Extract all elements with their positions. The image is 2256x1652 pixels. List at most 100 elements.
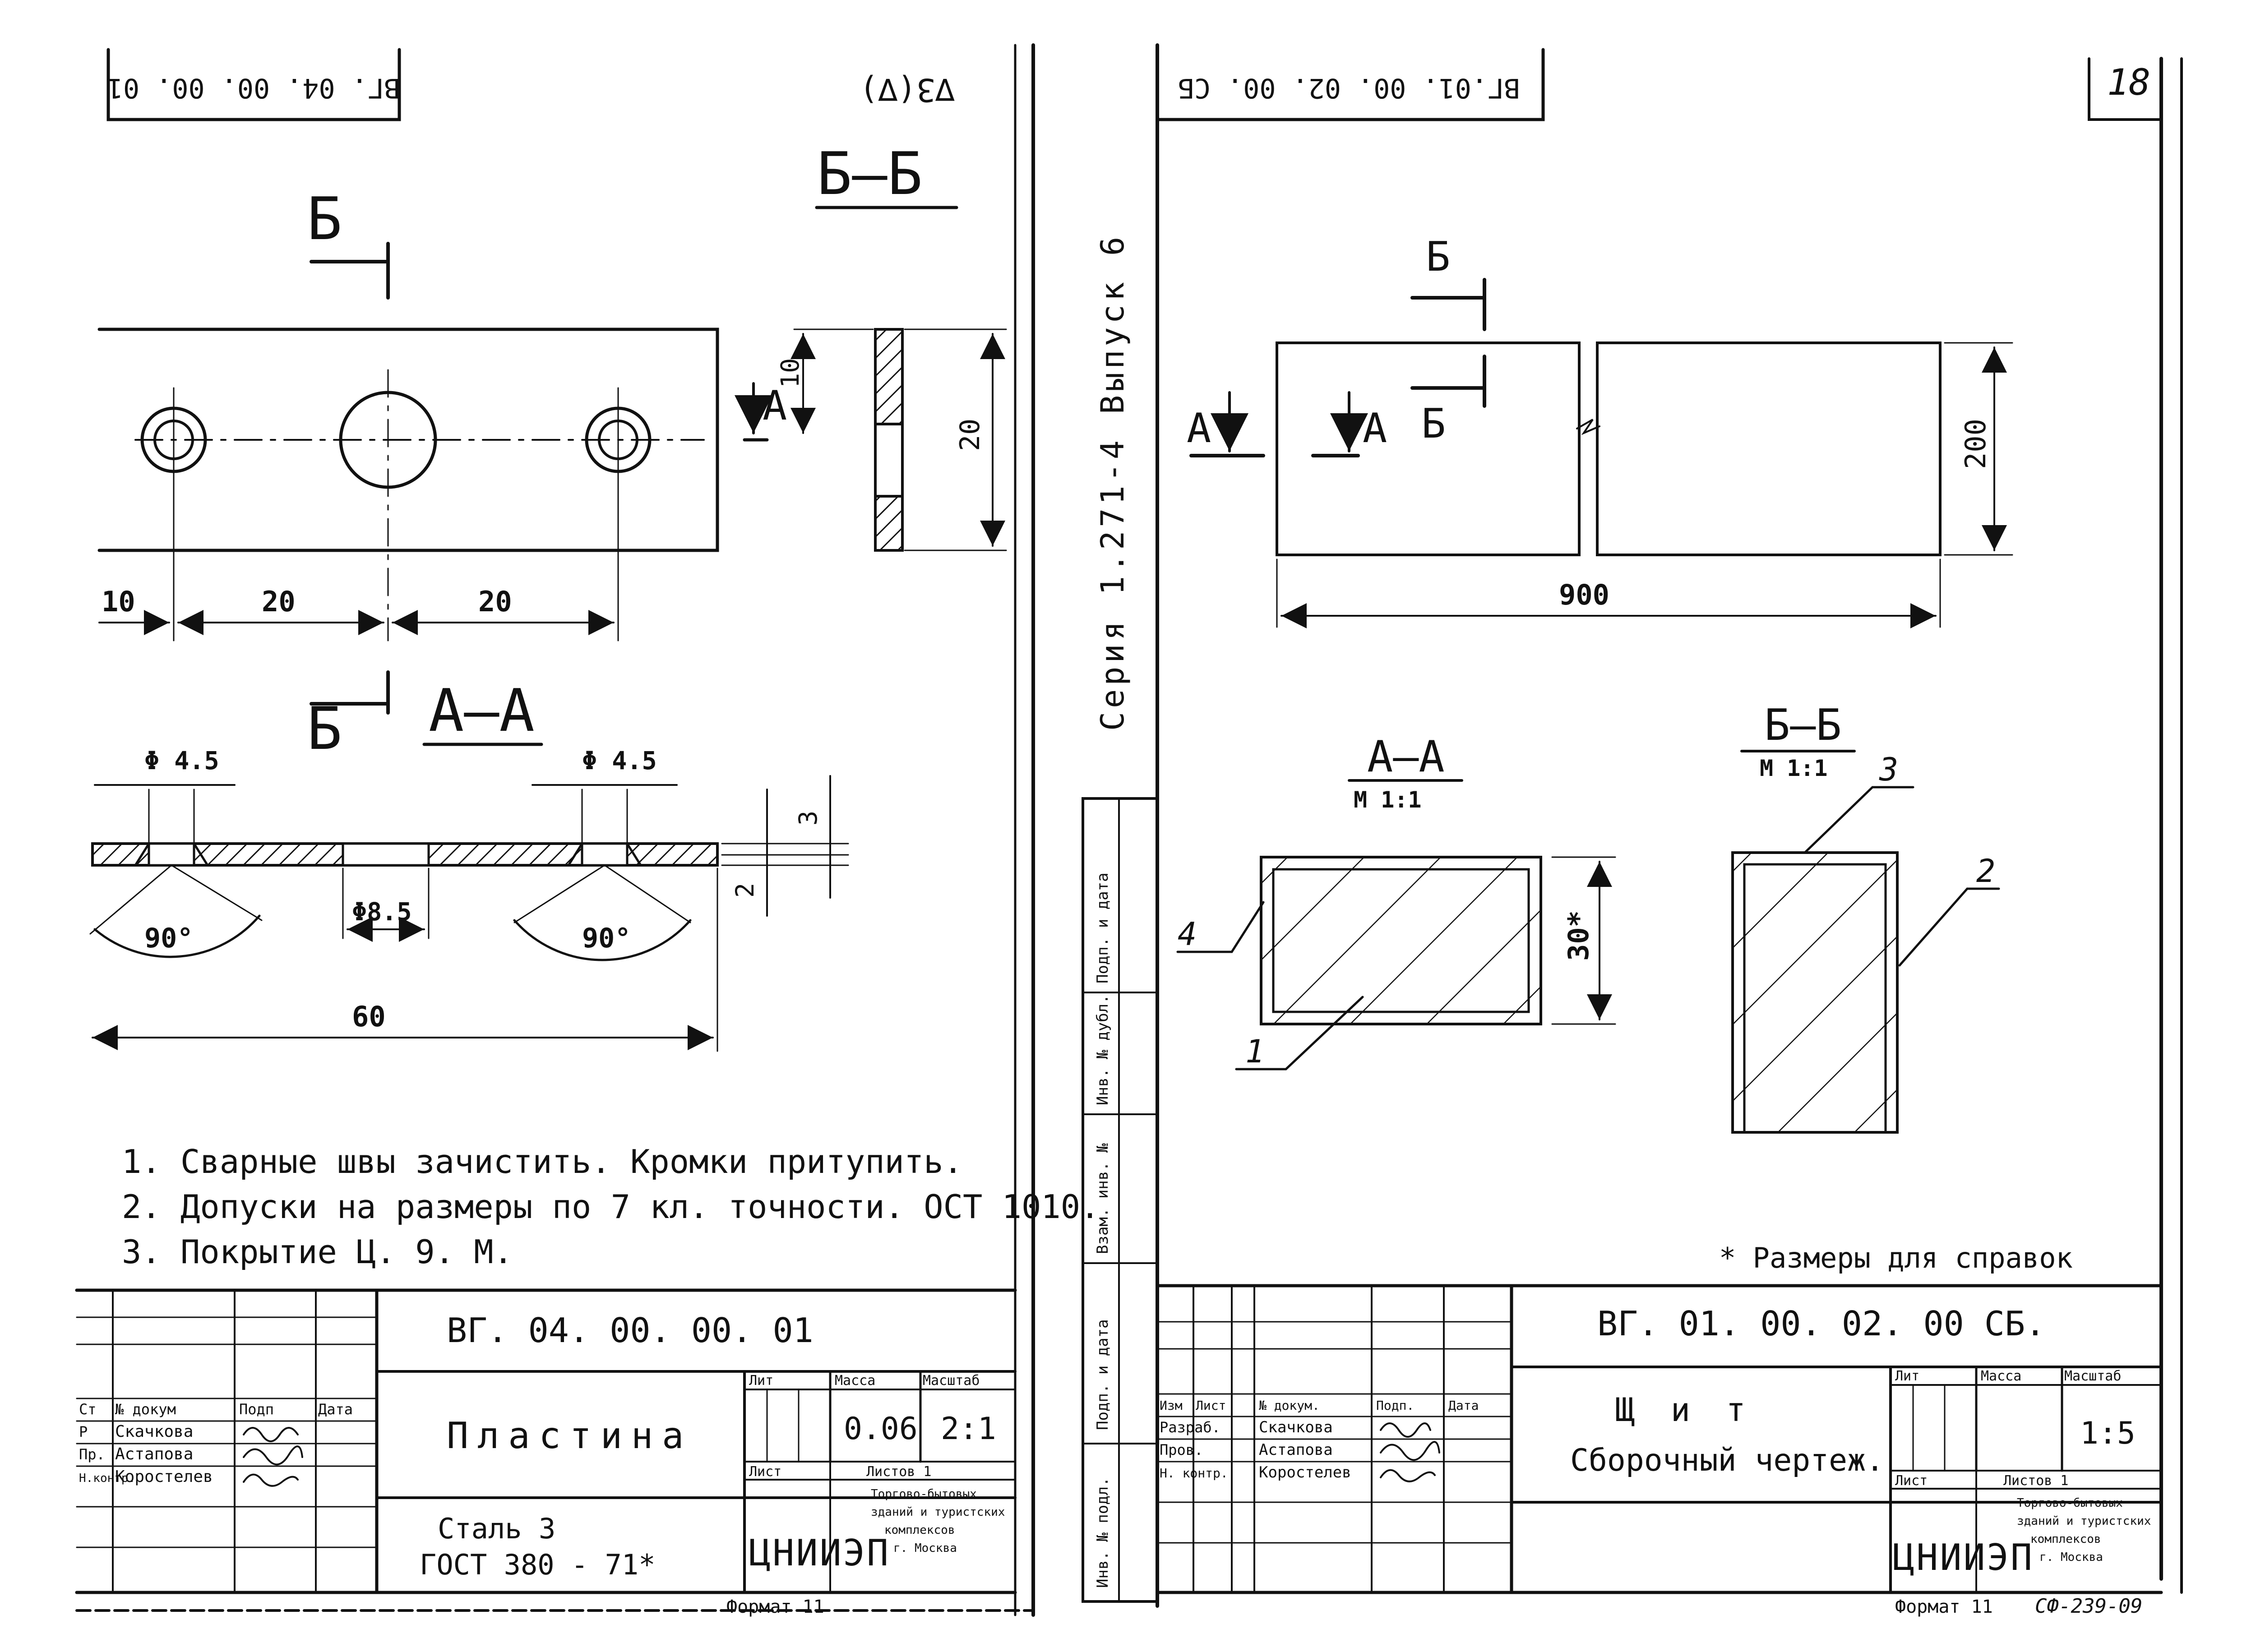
col-lit-right: Лит xyxy=(1895,1368,1919,1384)
dim-200: 200 xyxy=(1959,419,1992,469)
title-block-left: ВГ. 04. 00. 00. 01 Пластина Сталь 3 ГОСТ… xyxy=(75,1288,1017,1617)
col-mass: Масса xyxy=(835,1373,875,1389)
dim-20-left: 20 xyxy=(262,585,296,618)
side-cell-4: Инв. № дубл. xyxy=(1094,994,1112,1105)
header-col-r4: Подп. xyxy=(1376,1398,1414,1413)
name-right-3: Коростелев xyxy=(1259,1463,1351,1481)
header-col-3: Подп xyxy=(239,1401,274,1418)
org-name-right-2: зданий и туристских xyxy=(2017,1514,2151,1528)
dim-20-height: 20 xyxy=(954,419,986,451)
material-line-1: Сталь 3 xyxy=(438,1512,555,1545)
label-b1: Б xyxy=(1426,233,1450,281)
designation-right: ВГ. 01. 00. 02. 00 СБ. xyxy=(1597,1304,2045,1343)
header-col-1: Ст xyxy=(79,1401,97,1418)
row-prefix-3: Н.контр. xyxy=(79,1472,135,1485)
note-reference: * Размеры для справок xyxy=(1719,1241,2073,1274)
label-b2: Б xyxy=(1421,400,1446,448)
header-col-r5: Дата xyxy=(1448,1398,1479,1413)
name-3: Коростелев xyxy=(115,1467,213,1486)
panel-plan-view: 200 900 Б Б А А xyxy=(1187,233,2013,628)
section-letter-b-lower: Б xyxy=(307,694,342,763)
header-col-2: № докум xyxy=(115,1401,176,1418)
section-bb-title: Б–Б xyxy=(817,139,923,208)
org-logo: ЦНИИЭП xyxy=(749,1532,890,1574)
name-line-1: Щ и т xyxy=(1615,1391,1754,1429)
angle-left: 90° xyxy=(144,923,193,954)
callout-4: 4 xyxy=(1178,916,1197,953)
org-name-right-3: комплексов xyxy=(2030,1532,2101,1546)
section-aa-title: А–А xyxy=(429,676,535,745)
section-aa-scale: М 1:1 xyxy=(1354,787,1422,813)
name-1: Скачкова xyxy=(115,1422,193,1441)
role-2: Пров. xyxy=(1160,1441,1203,1458)
org-name-3: комплексов xyxy=(884,1523,955,1537)
header-col-r2: Лист xyxy=(1196,1398,1226,1413)
name-right-2: Астапова xyxy=(1259,1441,1333,1459)
designation: ВГ. 04. 00. 00. 01 xyxy=(447,1311,814,1350)
dim-60: 60 xyxy=(352,1000,386,1033)
section-letter-b: Б xyxy=(307,185,342,253)
phi-right: Φ 4.5 xyxy=(582,746,657,775)
section-aa: А–А М 1:1 30* 4 1 xyxy=(1176,732,1616,1071)
series-text: Серия 1.271-4 Выпуск 6 xyxy=(1094,233,1131,731)
name-line-2: Сборочный чертеж. xyxy=(1570,1443,1884,1478)
side-cell-1: Инв. № подл. xyxy=(1094,1477,1112,1588)
sheets-label: Листов 1 xyxy=(866,1464,932,1480)
left-sheet: ВГ. 04. 00. 00. 01 ∇3(∇) Б Б–Б А xyxy=(75,43,1100,1617)
header-col-r3: № докум. xyxy=(1259,1398,1320,1413)
phi-center: Φ8.5 xyxy=(352,897,411,926)
sheet-label: Лист xyxy=(749,1464,781,1480)
plate-plan-view: А xyxy=(97,328,787,641)
note-2: 2. Допуски на размеры по 7 кл. точности.… xyxy=(122,1188,1100,1226)
org-name-right-1: Торгово-бытовых xyxy=(2017,1496,2123,1510)
angle-right: 90° xyxy=(582,923,631,954)
dim-30: 30* xyxy=(1562,910,1595,961)
label-a1: А xyxy=(1187,405,1211,452)
note-1: 1. Сварные швы зачистить. Кромки притупи… xyxy=(122,1143,963,1181)
notes: 1. Сварные швы зачистить. Кромки притупи… xyxy=(122,1143,1100,1271)
section-bb-scale: М 1:1 xyxy=(1760,755,1828,781)
sheets-label-right: Листов 1 xyxy=(2003,1473,2069,1489)
side-cell-3: Взам. инв. № xyxy=(1094,1143,1112,1254)
dim-2: 2 xyxy=(730,883,759,898)
dim-10-side: 10 xyxy=(776,358,804,388)
page-number: 18 xyxy=(2107,61,2150,103)
format-label: Формат 11 xyxy=(726,1597,824,1617)
note-3: 3. Покрытие Ц. 9. М. xyxy=(122,1233,513,1271)
section-bb-title: Б–Б xyxy=(1764,701,1842,750)
col-lit: Лит xyxy=(749,1373,773,1389)
label-a: А xyxy=(763,382,787,429)
header-col-r1: Изм xyxy=(1160,1398,1183,1413)
sheet-label-right: Лист xyxy=(1895,1473,1928,1489)
col-mass-right: Масса xyxy=(1981,1368,2021,1384)
side-cell-5: Подп. и дата xyxy=(1094,872,1112,983)
side-stamp: Инв. № подл. Подп. и дата Взам. инв. № И… xyxy=(1082,797,1159,1603)
dim-900: 900 xyxy=(1559,578,1609,611)
mass-value: 0.06 xyxy=(844,1411,918,1447)
org-name-1: Торгово-бытовых xyxy=(871,1487,977,1501)
signatures-right xyxy=(1380,1422,1440,1482)
name-right-1: Скачкова xyxy=(1259,1418,1333,1436)
dim-10: 10 xyxy=(102,585,135,618)
doc-code-stamp-right: ВГ.01. 00. 02. 00. СБ xyxy=(1178,72,1521,104)
right-sheet: ВГ.01. 00. 02. 00. СБ 18 Серия 1.271-4 В… xyxy=(1082,43,2183,1618)
dim-20-right: 20 xyxy=(478,585,512,618)
org-logo-right: ЦНИИЭП xyxy=(1893,1537,2034,1578)
section-aa-title: А–А xyxy=(1367,732,1445,782)
archive-code: СФ-239-09 xyxy=(2035,1595,2142,1618)
dim-3: 3 xyxy=(794,811,823,826)
scale-value-right: 1:5 xyxy=(2080,1416,2136,1451)
callout-1: 1 xyxy=(1245,1033,1264,1070)
doc-code-stamp: ВГ. 04. 00. 00. 01 xyxy=(107,72,400,104)
scale-value: 2:1 xyxy=(941,1411,996,1447)
row-prefix-2: Пр. xyxy=(79,1446,105,1463)
role-3: Н. контр. xyxy=(1160,1466,1228,1481)
title-block-right: ВГ. 01. 00. 02. 00 СБ. Щ и т Сборочный ч… xyxy=(1156,1284,2163,1618)
callout-3: 3 xyxy=(1879,751,1898,788)
signatures xyxy=(243,1427,303,1487)
label-a2: А xyxy=(1363,405,1387,452)
name-2: Астапова xyxy=(115,1445,193,1463)
org-name-4: г. Москва xyxy=(893,1541,957,1555)
callout-2: 2 xyxy=(1976,853,1995,890)
